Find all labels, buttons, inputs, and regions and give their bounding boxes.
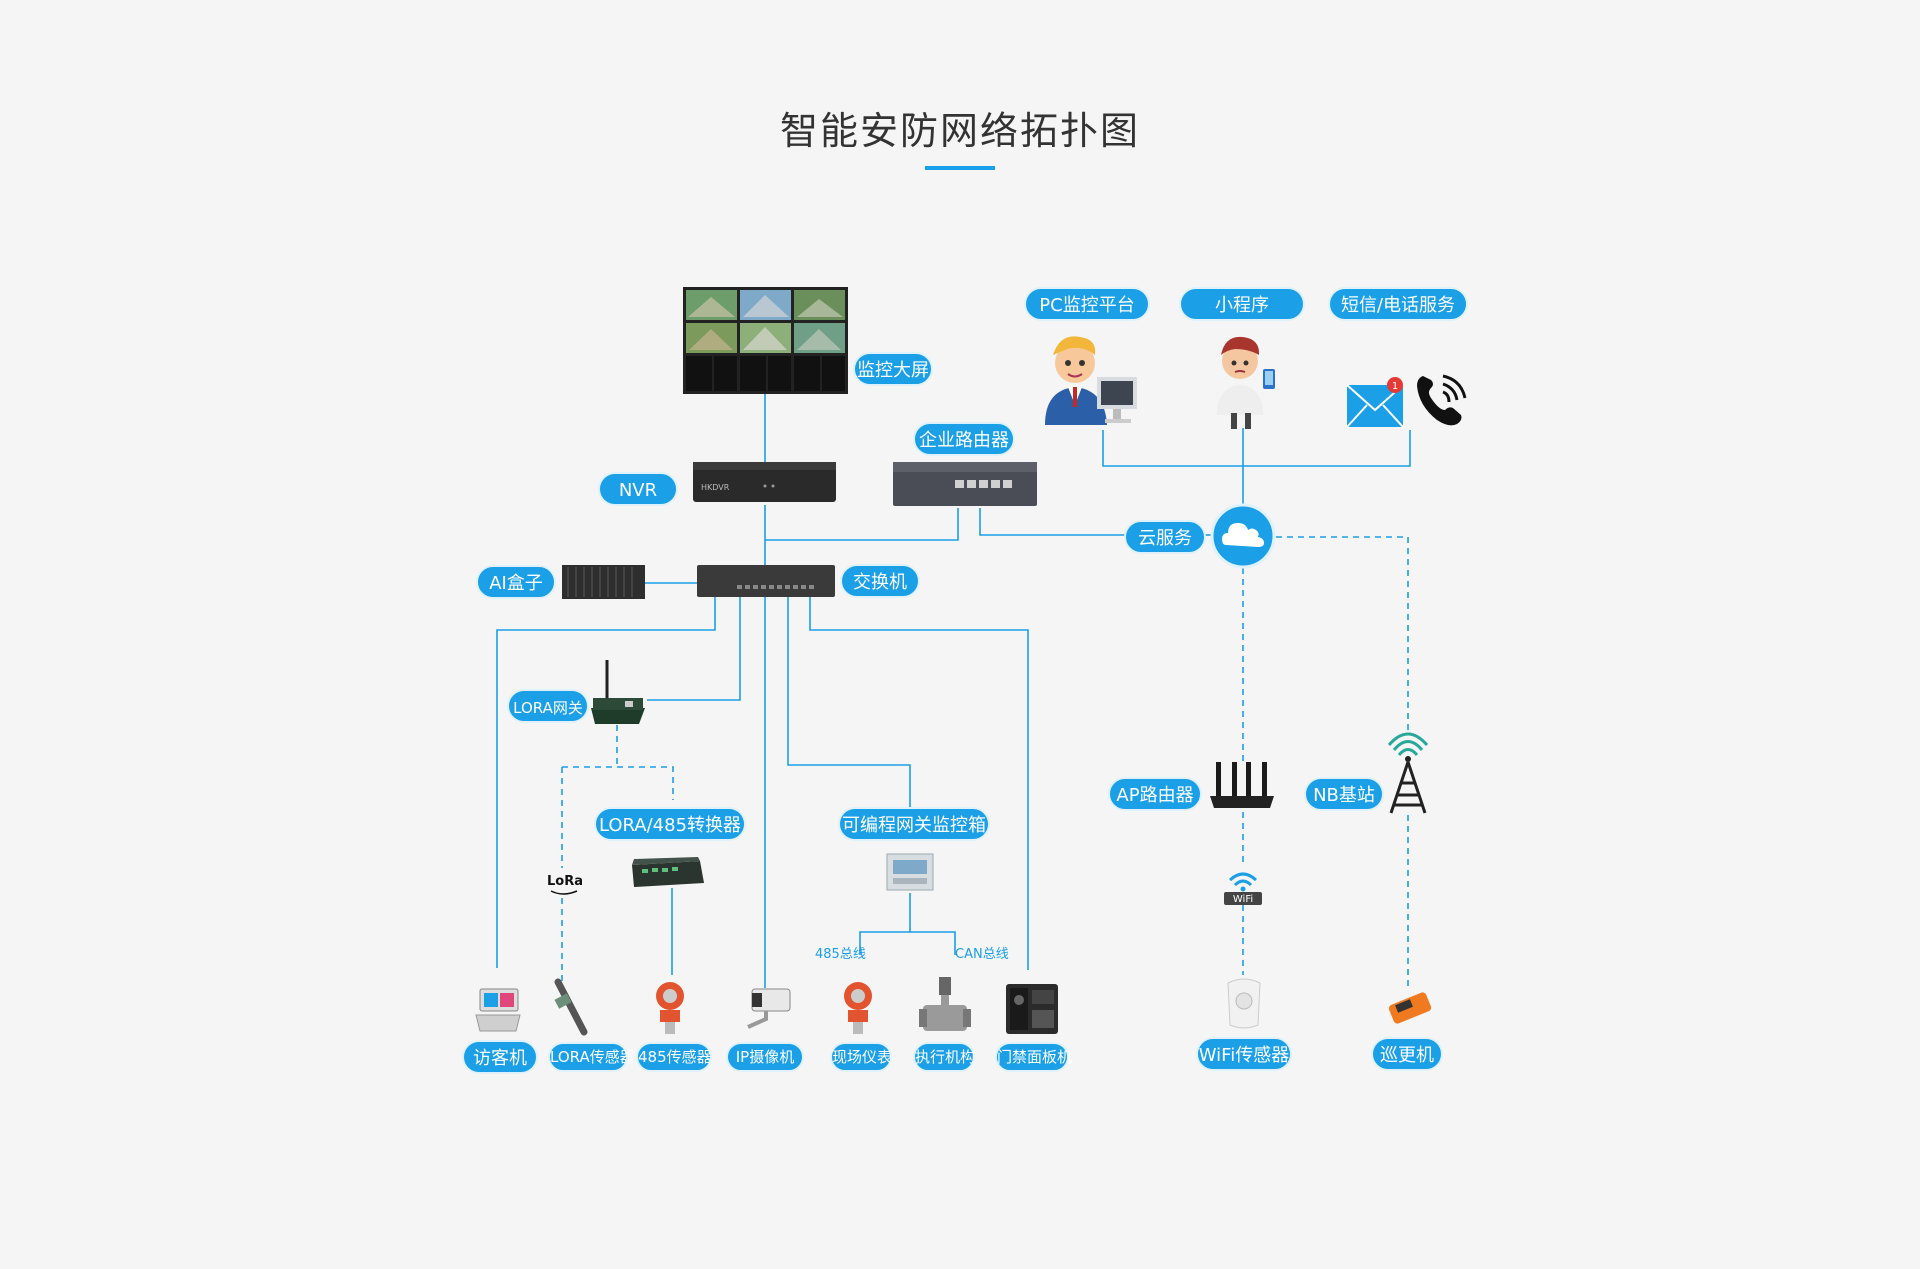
switch-label: 交换机: [840, 564, 920, 598]
nvr-brand-text: HKDVR: [701, 483, 730, 492]
wifi-icon: WiFi: [1224, 872, 1262, 905]
title-underline: [925, 166, 995, 170]
pc-user-icon: [1045, 336, 1137, 425]
monitor-wall-icon: [683, 287, 848, 394]
485-sensor-icon: [656, 982, 684, 1034]
plc-box-label: 可编程网关监控箱: [838, 807, 990, 841]
ip-camera-icon: [747, 988, 791, 1029]
notification-count: 1: [1392, 381, 1398, 392]
nvr-icon: HKDVR: [693, 462, 836, 502]
visitor-kiosk-icon: [475, 988, 521, 1032]
monitor-screen-label: 监控大屏: [853, 352, 933, 386]
mobile-user-icon: [1217, 336, 1275, 429]
terminal-label-actuator: 执行机构: [913, 1042, 975, 1072]
plc-box-icon: [886, 853, 934, 891]
lora-485-label: LORA/485转换器: [594, 807, 746, 841]
cloud-icon: [1210, 503, 1276, 569]
terminal-label-field-instrument: 现场仪表: [830, 1042, 892, 1072]
cell-tower-icon: [1387, 732, 1429, 814]
field-instrument-icon: [844, 982, 872, 1034]
bus-can-label: CAN总线: [955, 947, 1009, 962]
ap-router-icon: [1210, 762, 1274, 808]
patrol-device-icon: [1388, 992, 1432, 1024]
wifi-badge-text: WiFi: [1233, 894, 1253, 905]
sms-phone-label: 短信/电话服务: [1328, 287, 1468, 321]
cloud-label: 云服务: [1124, 520, 1206, 554]
phone-icon: [1417, 374, 1467, 426]
lora-485-converter-icon: [632, 857, 704, 887]
lora-logo-text: LoRa: [547, 874, 583, 889]
lora-logo-icon: LoRa: [547, 874, 583, 895]
actuator-icon: [919, 977, 971, 1031]
wifi-sensor-icon: [1227, 978, 1261, 1029]
terminal-label-485-sensor: 485传感器: [636, 1042, 712, 1072]
access-panel-icon: [1006, 984, 1058, 1034]
nvr-label: NVR: [598, 472, 678, 506]
lora-gateway-label: LORA网关: [507, 689, 589, 723]
enterprise-router-label: 企业路由器: [913, 422, 1015, 456]
email-icon: 1: [1346, 377, 1404, 428]
terminal-label-patrol: 巡更机: [1371, 1037, 1443, 1071]
ap-router-label: AP路由器: [1108, 777, 1202, 811]
ai-box-label: AI盒子: [476, 565, 556, 599]
terminal-label-access-panel: 门禁面板机: [995, 1042, 1072, 1072]
switch-icon: [697, 565, 835, 597]
bus-485-label: 485总线: [815, 947, 866, 962]
pc-platform-label: PC监控平台: [1024, 287, 1150, 321]
lora-sensor-icon: [554, 978, 588, 1036]
terminal-label-lora-sensor: LORA传感器: [548, 1042, 635, 1072]
mini-program-label: 小程序: [1179, 287, 1305, 321]
ai-box-icon: [562, 565, 645, 599]
terminal-label-ip-camera: IP摄像机: [726, 1042, 804, 1072]
nb-station-label: NB基站: [1304, 777, 1384, 811]
terminal-label-visitor: 访客机: [462, 1040, 538, 1074]
enterprise-router-icon: [893, 462, 1037, 506]
terminal-label-wifi-sensor: WiFi传感器: [1196, 1037, 1292, 1071]
lora-gateway-icon: [591, 660, 645, 724]
page-title: 智能安防网络拓扑图: [779, 109, 1140, 153]
